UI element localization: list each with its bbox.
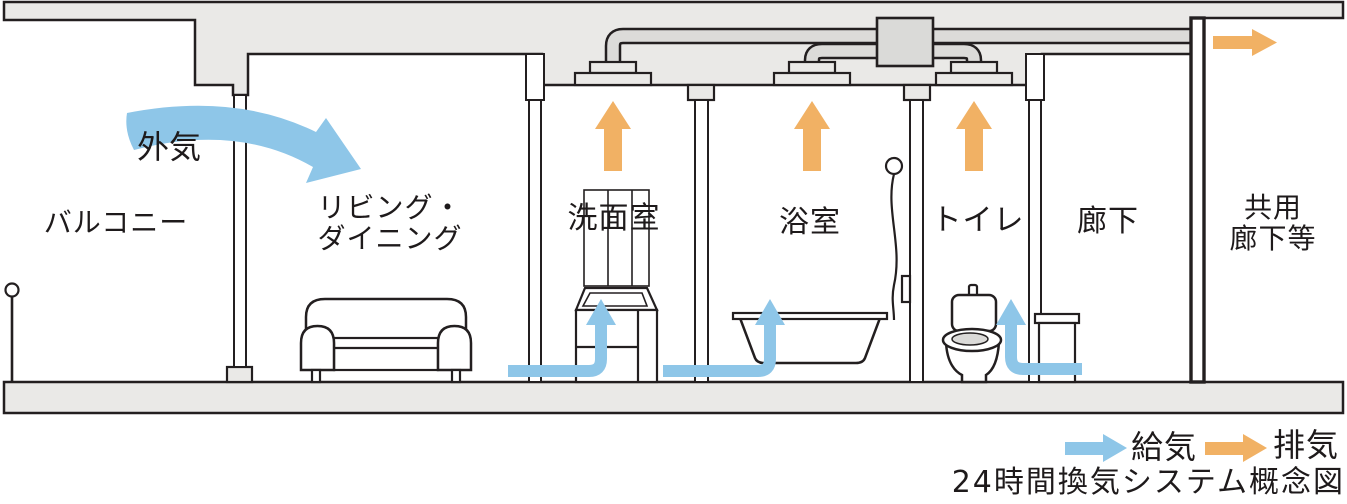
shower <box>884 156 912 321</box>
outside-air-label: 外気 <box>137 128 202 166</box>
floor-slab <box>2 380 1345 415</box>
ceiling-slab <box>2 0 1345 97</box>
ceiling-vent-washroom <box>573 60 653 87</box>
wall-washroom-bathroom <box>694 99 709 383</box>
fan-unit <box>875 16 935 68</box>
room-label-common-line2: 廊下等 <box>1229 222 1317 256</box>
balcony-railing <box>4 282 20 382</box>
outside-air-arrow <box>126 105 361 183</box>
soffit-tab-bathroom-toilet <box>902 83 932 102</box>
bathtub <box>731 311 889 365</box>
vanity-mirror-cabinet <box>583 189 650 287</box>
ceiling-vent-bathroom <box>772 60 852 87</box>
room-label-common-line1: 共用 <box>1243 191 1303 224</box>
sofa <box>299 297 473 384</box>
wall-balcony-living <box>233 94 247 368</box>
exhaust-duct-bathroom <box>803 42 890 70</box>
room-label-living-line1: リビング・ <box>317 191 463 224</box>
exhaust-arrow-toilet <box>956 101 992 171</box>
wall-toilet-corridor <box>1028 99 1042 383</box>
exhaust-duct-washroom <box>604 27 1195 70</box>
window-threshold <box>225 365 254 384</box>
legend-exhaust-arrow <box>1205 434 1267 462</box>
toilet-fixture <box>941 283 1003 384</box>
wall-exterior-right <box>1189 16 1206 384</box>
legend-supply-label: 給気 <box>1131 428 1198 466</box>
exhaust-arrow-washroom <box>595 101 631 171</box>
room-label-corridor: 廊下 <box>1077 204 1139 239</box>
exhaust-arrow-outlet <box>1213 29 1277 56</box>
supply-arrow-washroom <box>508 299 616 377</box>
room-label-common-corridor: 共用 廊下等 <box>1229 192 1316 255</box>
diagram-caption: 24時間換気システム概念図 <box>951 465 1345 500</box>
legend-exhaust-label: 排気 <box>1273 426 1340 464</box>
door-head-living-washroom <box>525 53 545 101</box>
exhaust-duct-toilet <box>922 42 983 70</box>
room-label-living-line2: ダイニング <box>317 222 463 256</box>
door-head-toilet-corridor <box>1025 53 1045 101</box>
room-label-toilet: トイレ <box>931 203 1025 238</box>
room-label-living-dining: リビング・ ダイニング <box>317 192 462 255</box>
supply-arrow-bathroom <box>663 299 785 377</box>
room-label-bathroom: 浴室 <box>779 205 841 240</box>
wall-bathroom-toilet <box>909 99 924 383</box>
exhaust-arrow-bathroom <box>794 101 830 171</box>
soffit-tab-washroom-bathroom <box>686 83 716 102</box>
room-label-washroom: 洗面室 <box>567 201 661 236</box>
supply-arrow-toilet <box>996 299 1082 375</box>
legend-supply-arrow <box>1065 434 1127 462</box>
wall-living-washroom <box>528 99 542 383</box>
ceiling-vent-toilet <box>934 60 1014 87</box>
room-label-balcony: バルコニー <box>43 206 189 239</box>
